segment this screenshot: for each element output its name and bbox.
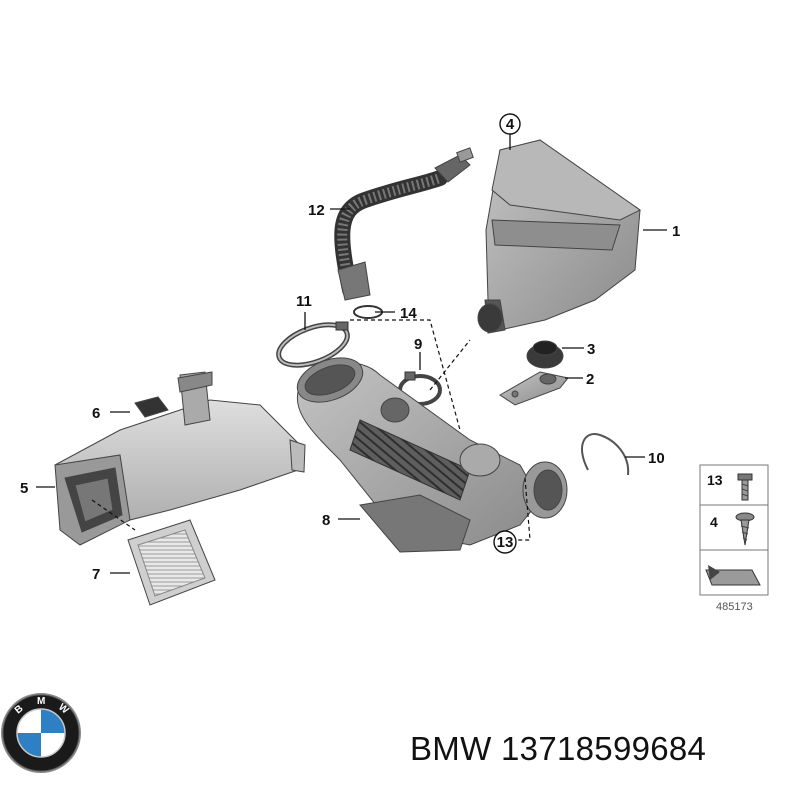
bmw-logo: B M W xyxy=(1,693,81,773)
arrow-icon xyxy=(705,565,761,586)
legend-label-4: 4 xyxy=(710,514,718,530)
assembly-lines xyxy=(91,319,531,541)
callout-1: 1 xyxy=(672,223,680,240)
part-2-bracket xyxy=(499,371,569,406)
part-3-grommet xyxy=(526,340,564,369)
bolt-icon xyxy=(737,473,753,501)
callout-5: 5 xyxy=(20,480,28,497)
leader-lines xyxy=(36,132,667,574)
callout-12: 12 xyxy=(308,202,325,219)
part-5-air-duct xyxy=(54,371,306,546)
caption-brand: BMW xyxy=(410,730,492,767)
callout-6: 6 xyxy=(92,405,100,422)
part-12-hose xyxy=(334,147,474,301)
caption-part-number: 13718599684 xyxy=(501,730,707,767)
callout-9: 9 xyxy=(414,336,422,353)
legend-label-13: 13 xyxy=(707,472,723,488)
part-10-spring-clip xyxy=(581,433,630,476)
diagram-code: 485173 xyxy=(716,601,753,613)
svg-text:4: 4 xyxy=(506,116,515,133)
callout-13-circled: 13 xyxy=(493,530,517,554)
callout-14: 14 xyxy=(400,305,417,322)
callout-11: 11 xyxy=(296,293,312,310)
part-caption: BMW 13718599684 xyxy=(410,730,706,768)
brand-block: B M W BMW 13718599684 xyxy=(0,690,800,800)
callout-8: 8 xyxy=(322,512,330,529)
part-6-seal-pad xyxy=(134,396,169,418)
part-8-intake-boot xyxy=(296,357,568,553)
svg-text:M: M xyxy=(37,696,45,707)
callout-3: 3 xyxy=(587,341,595,358)
svg-text:13: 13 xyxy=(497,534,514,551)
part-7-grille xyxy=(127,519,216,606)
fastener-legend: 13 4 xyxy=(699,464,769,596)
part-1-filter-housing xyxy=(477,139,641,334)
screw-icon xyxy=(735,512,755,546)
callout-4-top: 4 xyxy=(499,113,521,135)
callout-7: 7 xyxy=(92,566,100,583)
callout-10: 10 xyxy=(648,450,665,467)
callout-2: 2 xyxy=(586,371,594,388)
part-11-clamp xyxy=(276,321,350,368)
